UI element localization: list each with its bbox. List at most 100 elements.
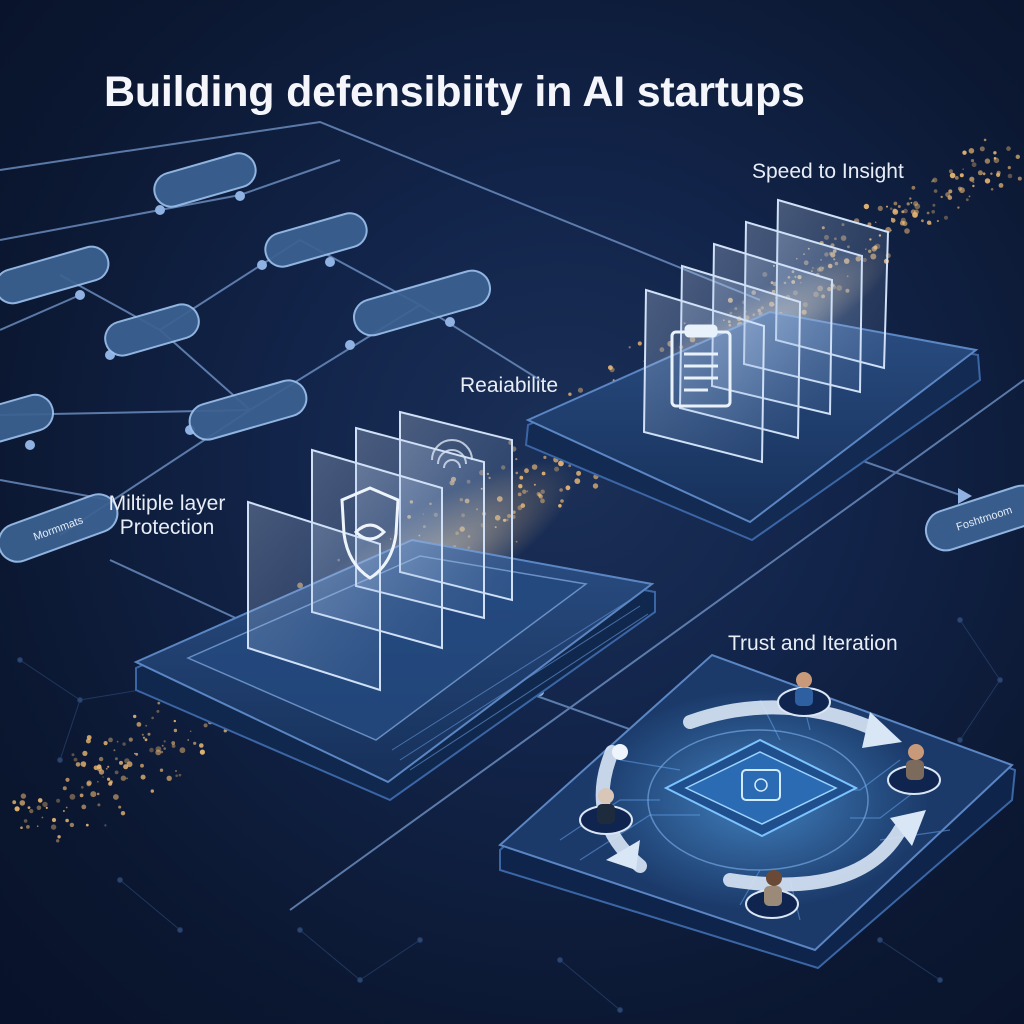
particle <box>893 201 898 206</box>
particle <box>199 749 205 755</box>
particle <box>36 825 39 827</box>
particle <box>990 188 994 191</box>
particle <box>904 228 910 234</box>
particle <box>140 774 146 780</box>
flow-node <box>188 379 308 441</box>
particle <box>903 208 908 214</box>
particle <box>142 736 146 739</box>
particle <box>62 786 67 791</box>
particle <box>79 793 84 798</box>
particle <box>1007 173 1013 179</box>
particle <box>118 805 122 809</box>
particle <box>187 739 190 741</box>
particle <box>107 777 111 781</box>
particle <box>863 203 870 210</box>
particle <box>889 207 893 210</box>
particle <box>957 206 960 209</box>
particle <box>944 215 948 220</box>
flow-node <box>0 393 54 447</box>
flow-node <box>153 152 257 208</box>
particle <box>36 805 42 811</box>
particle <box>926 211 930 215</box>
particle <box>175 770 177 772</box>
particle <box>69 822 75 828</box>
particle <box>199 743 204 748</box>
particle <box>109 780 113 784</box>
particle <box>173 728 178 733</box>
particle <box>20 826 23 829</box>
trust-platform <box>498 653 1017 970</box>
particle <box>12 800 17 805</box>
particle <box>936 219 940 223</box>
particle <box>954 176 959 180</box>
particle <box>80 785 84 789</box>
particle <box>151 716 154 720</box>
particle <box>71 753 75 757</box>
particle <box>93 765 99 771</box>
page-title: Building defensibiity in AI startups <box>104 68 805 116</box>
particle <box>149 747 154 753</box>
label-speed-to-insight: Speed to Insight <box>752 160 904 183</box>
particle <box>592 483 599 489</box>
particle <box>609 367 615 373</box>
cycle-start-dot <box>612 744 628 760</box>
particle <box>897 205 901 208</box>
particle <box>136 722 142 727</box>
particle <box>126 761 133 768</box>
particle <box>948 189 953 194</box>
particle <box>1015 154 1020 159</box>
particle <box>135 752 139 756</box>
particle <box>921 219 924 223</box>
particle <box>899 220 905 226</box>
particle <box>85 823 89 827</box>
particle <box>86 780 92 786</box>
particle <box>166 775 172 781</box>
particle <box>972 184 975 188</box>
particle <box>96 766 103 772</box>
particle <box>65 806 68 809</box>
particle <box>163 740 166 743</box>
particle <box>945 192 951 198</box>
person-icon <box>887 744 941 795</box>
particle <box>73 757 78 762</box>
particle <box>998 183 1004 188</box>
particle <box>913 201 919 207</box>
particle <box>929 222 932 225</box>
particle <box>932 177 938 183</box>
flow-node: Mormmats <box>0 493 119 563</box>
particle <box>57 835 61 839</box>
shield-icon <box>340 486 400 580</box>
flow-node <box>0 245 110 305</box>
particle <box>65 818 69 823</box>
particle <box>972 181 975 184</box>
particle <box>113 749 116 752</box>
particle <box>910 201 913 204</box>
particle <box>114 770 119 775</box>
particle <box>637 341 642 346</box>
particle <box>576 470 582 476</box>
particle <box>959 187 965 194</box>
particle <box>911 185 916 190</box>
particle <box>119 760 123 765</box>
particle <box>969 176 975 182</box>
particle <box>608 365 613 370</box>
flow-node <box>264 212 368 268</box>
particle <box>114 757 118 761</box>
particle <box>949 172 956 179</box>
particle <box>97 803 101 807</box>
particle <box>906 202 910 206</box>
chip-icon <box>663 738 859 838</box>
cycle-arrow-heads <box>606 712 926 870</box>
particle <box>83 765 86 768</box>
person-icon <box>745 870 799 919</box>
particle <box>134 752 136 755</box>
particle <box>120 775 127 781</box>
particle <box>155 749 162 756</box>
particle <box>69 793 76 800</box>
particle <box>543 455 547 459</box>
label-reliability: Reaiabilite <box>460 374 559 397</box>
particle <box>20 793 27 799</box>
particle <box>891 217 893 220</box>
